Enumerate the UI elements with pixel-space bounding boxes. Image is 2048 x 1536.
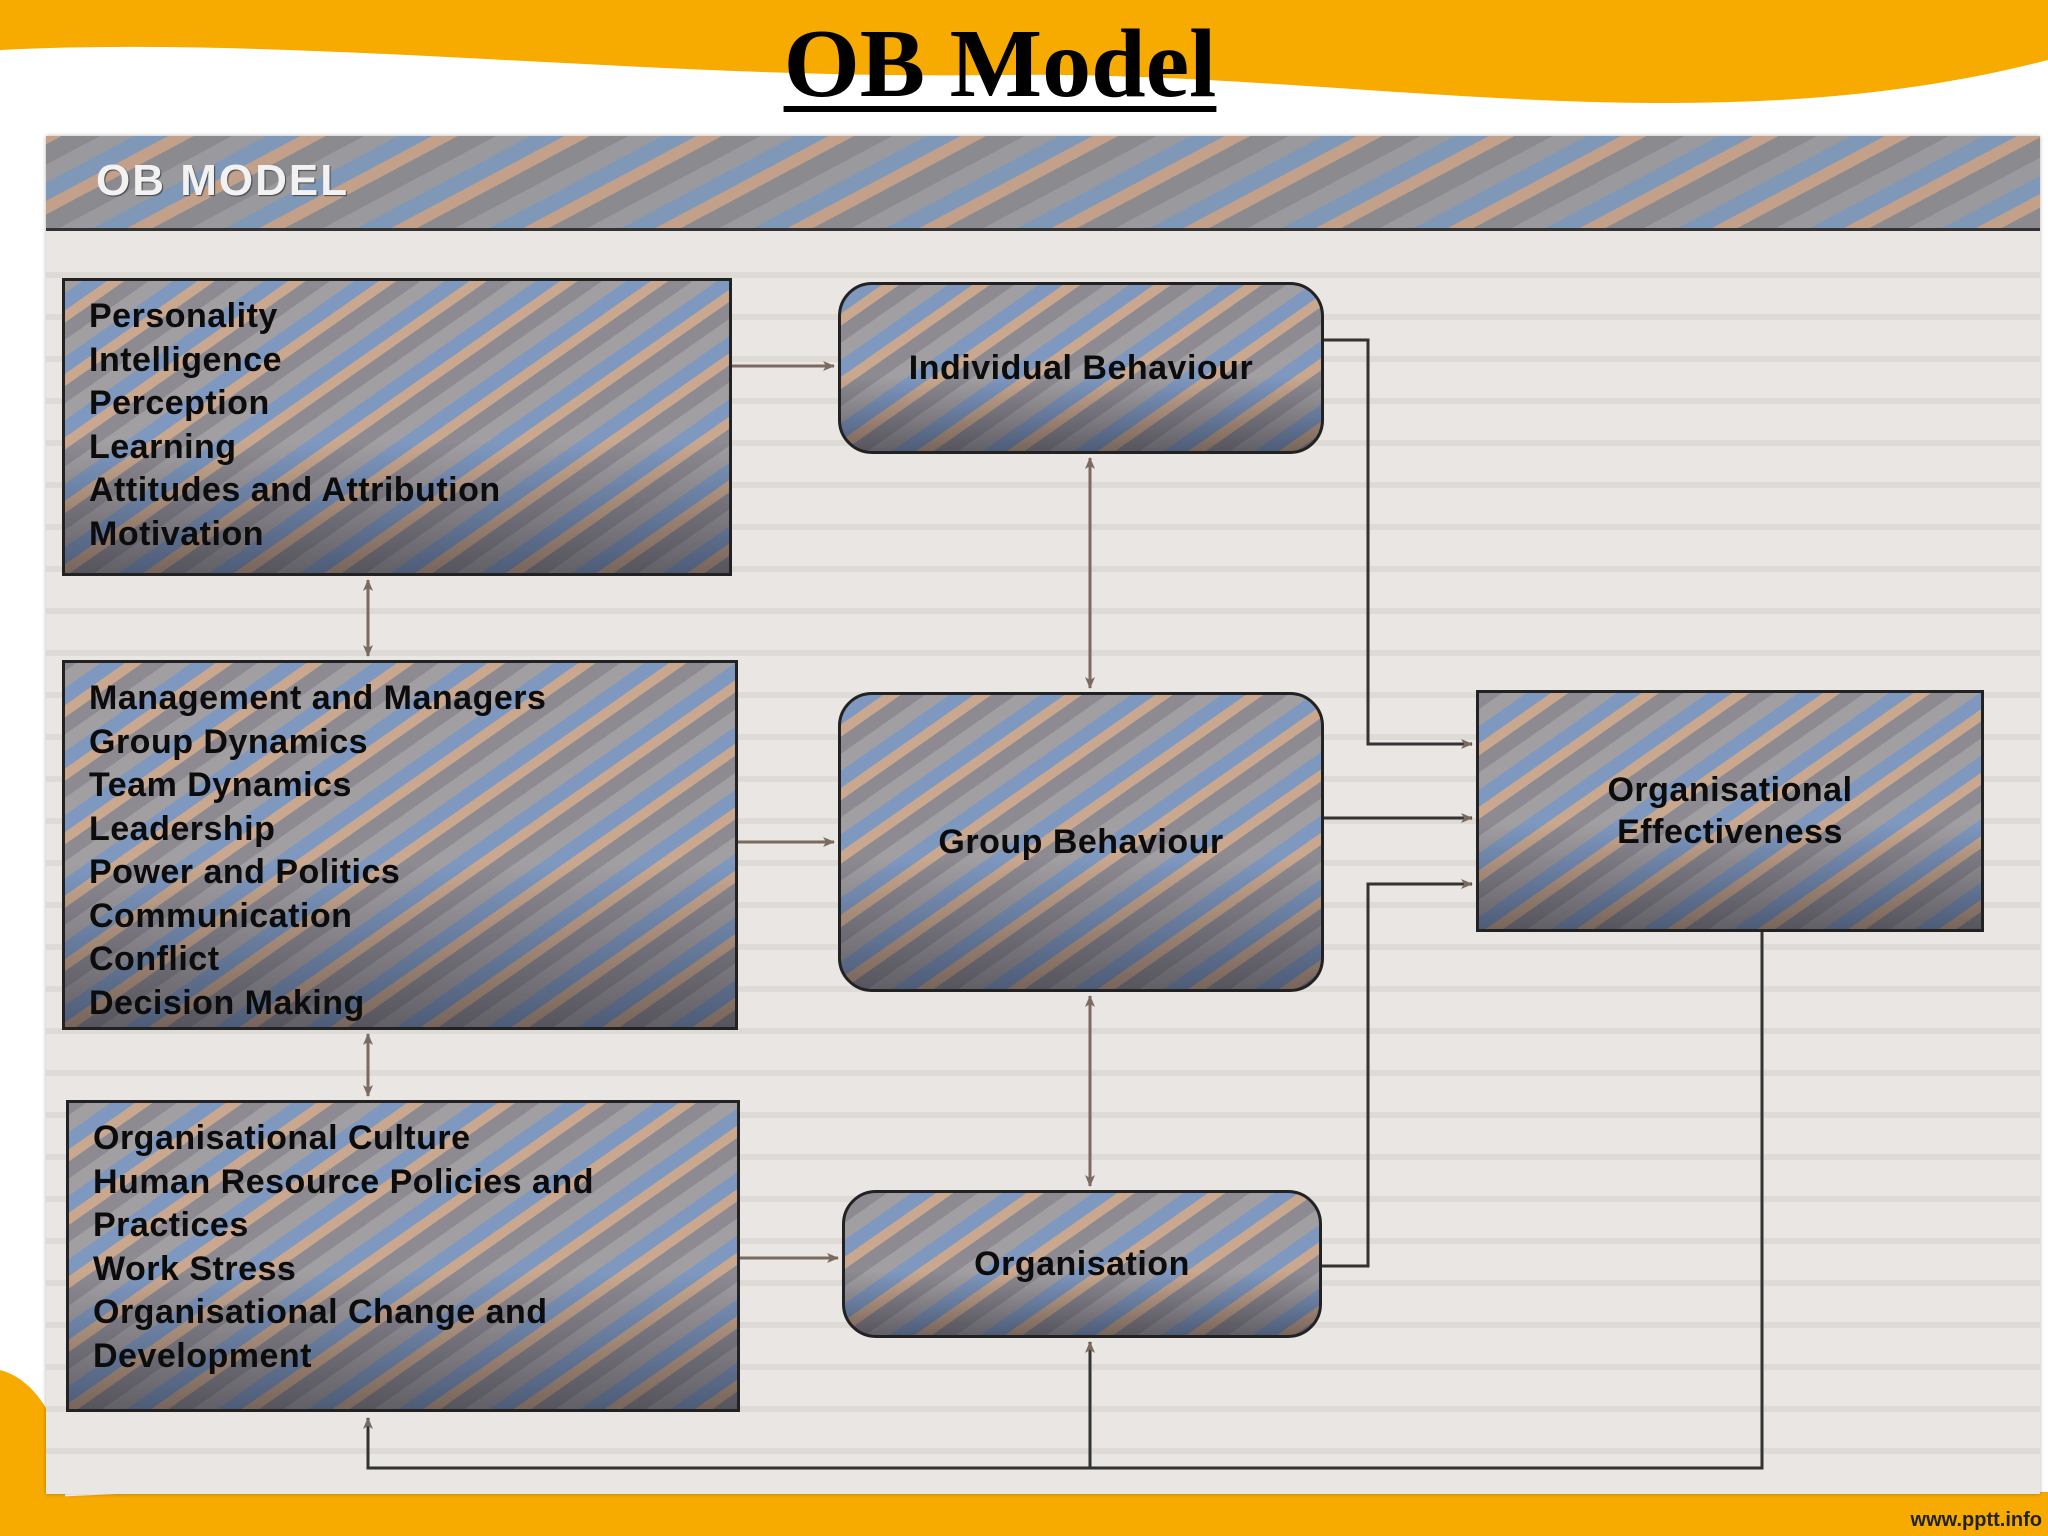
individual-factors-list: Personality Intelligence Perception Lear…	[65, 281, 729, 556]
organisation-label: Organisation	[974, 1245, 1190, 1283]
list-item: Development	[93, 1336, 312, 1375]
list-item: Organisational Culture	[93, 1119, 471, 1157]
list-item: Power and Politics	[89, 853, 401, 891]
individual-factors-box: Personality Intelligence Perception Lear…	[62, 278, 732, 576]
list-item: Practices	[93, 1206, 249, 1244]
group-factors-box: Management and Managers Group Dynamics T…	[62, 660, 738, 1030]
list-item: Learning	[89, 427, 237, 466]
group-behaviour-label: Group Behaviour	[938, 823, 1224, 861]
figure-header-band: OB MODEL	[46, 136, 2040, 231]
list-item: Leadership	[89, 809, 276, 848]
list-item: Communication	[89, 896, 353, 935]
group-factors-list: Management and Managers Group Dynamics T…	[65, 663, 735, 1025]
list-item: Intelligence	[89, 340, 283, 379]
group-behaviour-node: Group Behaviour	[838, 692, 1324, 992]
list-item: Work Stress	[93, 1249, 297, 1288]
figure-header-text: OB MODEL	[96, 156, 350, 205]
organisation-factors-box: Organisational Culture Human Resource Po…	[66, 1100, 740, 1412]
list-item: Management and Managers	[89, 679, 547, 717]
organisational-effectiveness-label: Organisational Effectiveness	[1607, 771, 1853, 851]
list-item: Personality	[89, 297, 278, 335]
list-item: Attitudes and Attribution	[89, 471, 501, 509]
organisation-node: Organisation	[842, 1190, 1322, 1338]
list-item: Team Dynamics	[89, 766, 352, 804]
list-item: Human Resource Policies and	[93, 1162, 594, 1201]
organisational-effectiveness-node: Organisational Effectiveness	[1476, 690, 1984, 932]
slide-title: OB Model	[783, 10, 1217, 118]
list-item: Group Dynamics	[89, 722, 369, 761]
footer-url: www.pptt.info	[1910, 1509, 2042, 1531]
individual-behaviour-label: Individual Behaviour	[908, 349, 1254, 387]
list-item: Organisational Change and	[93, 1293, 548, 1331]
individual-behaviour-node: Individual Behaviour	[838, 282, 1324, 454]
list-item: Conflict	[89, 940, 220, 978]
list-item: Decision Making	[89, 983, 365, 1022]
list-item: Motivation	[89, 514, 264, 553]
list-item: Perception	[89, 384, 270, 422]
organisation-factors-list: Organisational Culture Human Resource Po…	[69, 1103, 737, 1378]
